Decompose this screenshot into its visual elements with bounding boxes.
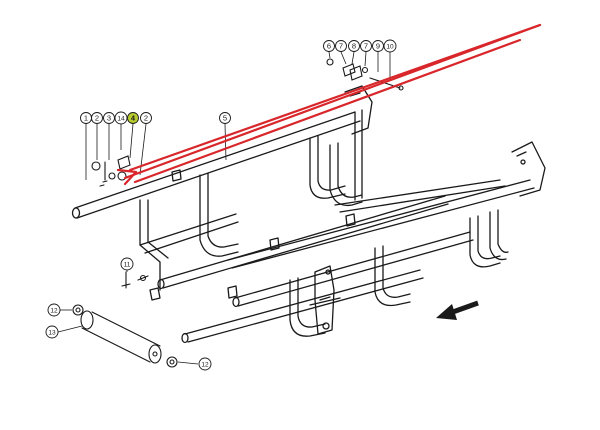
callout-circle [114, 111, 128, 125]
back-top-rail [71, 85, 373, 219]
callout-6: 6 [323, 40, 335, 52]
callout-label: 12 [50, 308, 58, 315]
callout-label: 7 [364, 42, 368, 51]
callout-label: 1 [84, 114, 88, 123]
nut-12-lower [166, 356, 178, 368]
callout-circle [348, 40, 360, 52]
callout-label: 5 [223, 114, 227, 123]
callout-label: 10 [386, 44, 394, 51]
callout-label: 4 [131, 114, 136, 123]
travel-direction-arrow [436, 300, 479, 320]
frame-structure [71, 85, 546, 344]
callout-label: 13 [48, 330, 56, 337]
roller-13 [80, 310, 162, 364]
callout-14: 14 [114, 111, 128, 125]
callout-13: 13 [45, 325, 59, 339]
callout-label: 2 [144, 114, 148, 123]
callout-12: 12 [198, 357, 212, 371]
callout-circle [103, 112, 115, 124]
front-u-supports [289, 209, 509, 337]
callout-circle [140, 112, 152, 124]
callout-label: 9 [376, 42, 380, 51]
callout-circle [198, 357, 212, 371]
callout-7: 7 [335, 40, 347, 52]
callout-7: 7 [360, 40, 372, 52]
callout-11: 11 [120, 257, 134, 271]
callout-8: 8 [348, 40, 360, 52]
loose-parts [72, 58, 404, 368]
callout-label: 2 [95, 114, 99, 123]
callout-circle [91, 112, 103, 124]
callout-circle [47, 303, 61, 317]
callout-circle [360, 40, 372, 52]
callout-9: 9 [372, 40, 384, 52]
callout-2: 2 [140, 112, 152, 124]
callout-label: 12 [201, 362, 209, 369]
callout-label: 8 [352, 42, 356, 51]
nut-12-upper [72, 304, 84, 316]
bolt-kit-upper-left [91, 155, 131, 187]
left-frame-box [139, 199, 239, 291]
callout-3: 3 [103, 112, 115, 124]
callout-circle [219, 112, 231, 124]
callout-2: 2 [91, 112, 103, 124]
callout-circle [372, 40, 384, 52]
callout-circle [335, 40, 347, 52]
callout-1: 1 [80, 112, 92, 124]
callout-label: 11 [124, 262, 131, 269]
bolt-11 [121, 271, 149, 289]
callout-label: 7 [339, 42, 343, 51]
rail-brackets [149, 169, 356, 301]
callout-circle [127, 112, 139, 124]
callout-4: 4 [127, 112, 139, 124]
annotation-arrows [116, 23, 542, 186]
callout-label: 6 [327, 42, 331, 51]
callout-12: 12 [47, 303, 61, 317]
lower-tubes [157, 195, 474, 344]
callout-circle [45, 325, 59, 339]
callout-circle [120, 257, 134, 271]
back-u-supports [199, 135, 363, 257]
callout-circle [323, 40, 335, 52]
callout-circle [383, 39, 397, 53]
rear-posts [334, 109, 506, 213]
callout-5: 5 [219, 112, 231, 124]
callout-10: 10 [383, 39, 397, 53]
center-bracket [309, 265, 341, 335]
callout-label: 3 [107, 114, 111, 123]
callout-label: 14 [117, 116, 125, 123]
